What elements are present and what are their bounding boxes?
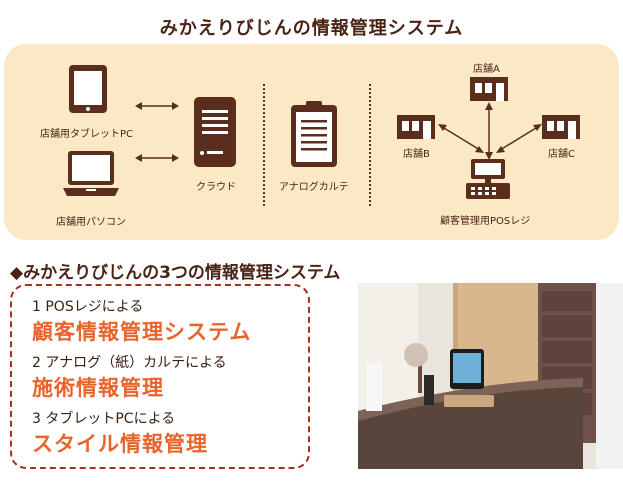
double-arrow-icon bbox=[135, 102, 179, 110]
pos-register-icon bbox=[466, 159, 510, 199]
clipboard-icon bbox=[291, 101, 337, 167]
system-1-sub: 1 POSレジによる bbox=[32, 299, 144, 315]
section-subtitle: ◆みかえりびじんの3つの情報管理システム bbox=[10, 263, 341, 283]
chart-label: アナログカルテ bbox=[279, 182, 349, 193]
page-title: みかえりびじんの情報管理システム bbox=[159, 18, 464, 39]
pos-label: 顧客管理用POSレジ bbox=[440, 216, 531, 227]
system-2-sub: 2 アナログ（紙）カルテによる bbox=[32, 355, 227, 371]
server-icon bbox=[194, 97, 236, 167]
network-arrows bbox=[438, 102, 542, 160]
store-icon bbox=[470, 77, 508, 101]
store-c-label: 店舗C bbox=[548, 149, 575, 160]
divider bbox=[369, 84, 371, 206]
system-2-title: 施術情報管理 bbox=[32, 376, 164, 400]
store-icon bbox=[397, 115, 435, 139]
cloud-label: クラウド bbox=[196, 182, 236, 193]
store-b-label: 店舗B bbox=[403, 149, 430, 160]
store-a-label: 店舗A bbox=[473, 64, 500, 75]
salon-reception-photo bbox=[358, 283, 623, 469]
systems-list-box bbox=[10, 284, 310, 469]
pc-label: 店舗用パソコン bbox=[56, 217, 126, 228]
laptop-icon bbox=[63, 151, 119, 196]
system-3-title: スタイル情報管理 bbox=[32, 432, 208, 456]
system-3-sub: 3 タブレットPCによる bbox=[32, 411, 176, 427]
tablet-icon bbox=[69, 65, 107, 113]
tablet-label: 店舗用タブレットPC bbox=[40, 129, 134, 140]
divider bbox=[263, 84, 265, 206]
store-icon bbox=[542, 115, 580, 139]
system-1-title: 顧客情報管理システム bbox=[32, 320, 252, 344]
double-arrow-icon bbox=[135, 154, 179, 162]
